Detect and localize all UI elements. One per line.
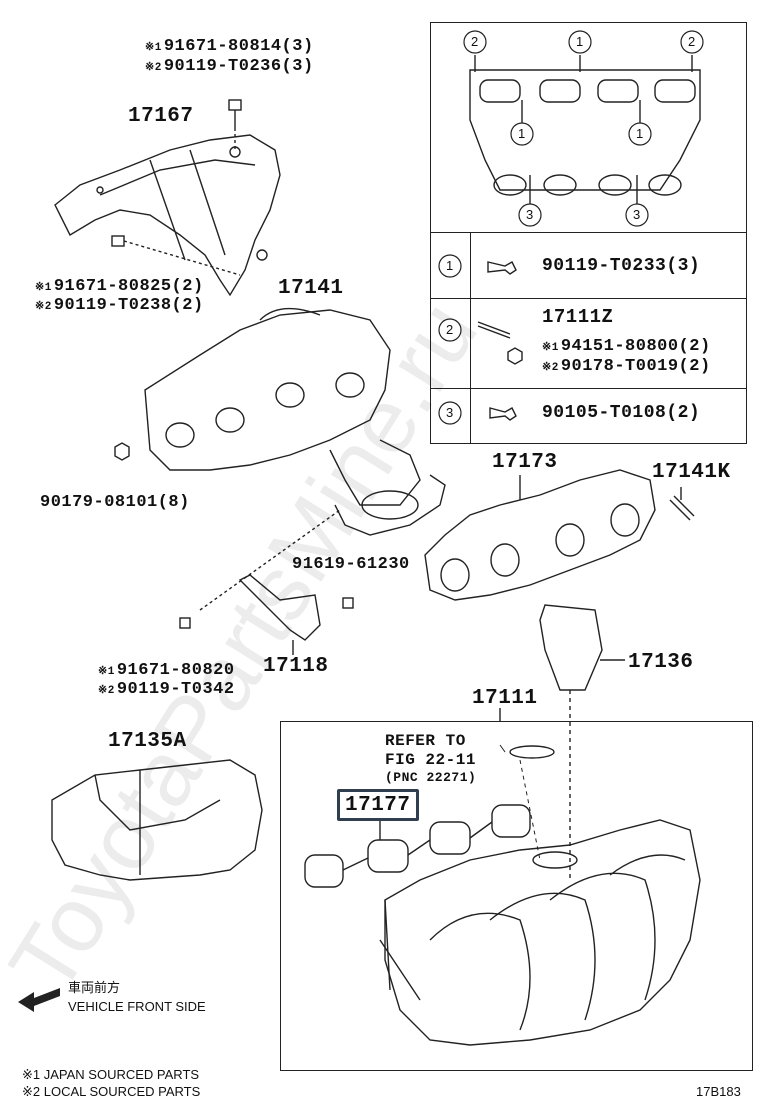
bracket-bolt-part-number[interactable]: 91619-61230	[292, 555, 410, 574]
highlighted-part-box	[337, 789, 419, 821]
inset-row-1-callout: 1	[446, 258, 454, 273]
bracket-part-number[interactable]: 17118	[263, 655, 329, 678]
inset-divider	[430, 388, 747, 389]
exhaust-manifold-part-number[interactable]: 17141	[278, 277, 344, 300]
bolt-left-drawing	[111, 235, 241, 276]
heat-insulator-part-number[interactable]: 17167	[128, 105, 194, 128]
legend-japan: ※1 JAPAN SOURCED PARTS	[22, 1068, 199, 1081]
inset-callout-3: 3	[633, 207, 641, 222]
nut-drawing	[114, 442, 130, 461]
exhaust-manifold-drawing	[144, 307, 446, 536]
legend-local-text: LOCAL SOURCED PARTS	[43, 1084, 201, 1099]
pn: 90119-T0236(3)	[163, 57, 314, 76]
vehicle-front-arrow-drawing	[18, 988, 60, 1012]
bracket-drawing	[179, 509, 354, 655]
pn: 91671-80825(2)	[53, 277, 204, 296]
pn: 91671-80814(3)	[163, 37, 314, 56]
inset-row-2-sub-1-pn: 94151-80800(2)	[560, 337, 711, 356]
inset-divider	[470, 232, 471, 444]
inset-row-3-part-number[interactable]: 90105-T0108(2)	[542, 403, 701, 423]
japan-mark: ※1	[98, 666, 115, 678]
pn: 90119-T0342	[116, 680, 235, 699]
vehicle-front-jp: 車両前方	[68, 980, 121, 995]
exhaust-gasket-part-number[interactable]: 17173	[492, 451, 558, 474]
japan-mark: ※1	[35, 282, 52, 294]
japan-mark: ※1	[145, 42, 162, 54]
local-mark: ※2	[22, 1084, 41, 1099]
legend-japan-text: JAPAN SOURCED PARTS	[43, 1067, 200, 1082]
throttle-gasket-drawing	[509, 745, 555, 759]
nut-part-number[interactable]: 90179-08101(8)	[40, 493, 190, 512]
leader-lines	[499, 744, 541, 861]
cover-drawing	[539, 604, 625, 880]
inset-row-2-sub-2-pn: 90178-T0019(2)	[560, 357, 711, 376]
intake-gasket-drawing	[304, 804, 531, 888]
pn: 91671-80820	[116, 661, 235, 680]
inset-callout-2: 2	[471, 34, 479, 49]
inset-row-2-part-number[interactable]: 17111Z	[542, 306, 614, 328]
refer-text-line-1: REFER TO	[385, 732, 466, 750]
japan-mark: ※1	[542, 342, 559, 354]
inset-callout-1: 1	[576, 34, 584, 49]
insulator-block-part-number[interactable]: 17135A	[108, 730, 187, 753]
diagram-code: 17B183	[696, 1084, 741, 1099]
vehicle-front-en: VEHICLE FRONT SIDE	[68, 999, 206, 1014]
stud-drawing	[669, 487, 695, 521]
local-mark: ※2	[98, 685, 115, 697]
inset-divider	[430, 232, 747, 233]
inset-row-3-callout: 3	[446, 405, 454, 420]
inset-callout-3: 3	[526, 207, 534, 222]
intake-manifold-frame	[280, 721, 753, 1071]
inset-cylinder-head-drawing	[469, 55, 701, 205]
inset-row-2-callout: 2	[446, 322, 454, 337]
local-mark: ※2	[542, 362, 559, 374]
japan-mark: ※1	[22, 1067, 41, 1082]
insulator-block-drawing	[51, 759, 263, 881]
local-mark: ※2	[35, 301, 52, 313]
inset-bolt-icons-drawing	[477, 261, 523, 421]
local-mark: ※2	[145, 62, 162, 74]
cover-part-number[interactable]: 17136	[628, 651, 694, 674]
refer-link[interactable]: FIG 22-11	[385, 751, 476, 769]
inset-callout-1: 1	[518, 126, 526, 141]
stud-part-number[interactable]: 17141K	[652, 461, 731, 484]
inset-row-1-part-number[interactable]: 90119-T0233(3)	[542, 256, 701, 276]
fastener-inset-box	[430, 22, 747, 444]
pn: 90119-T0238(2)	[53, 296, 204, 315]
heat-insulator-drawing	[54, 134, 281, 297]
intake-manifold-part-number[interactable]: 17111	[472, 687, 538, 710]
refer-text-line-3: (PNC 22271)	[385, 770, 477, 785]
inset-callout-1: 1	[636, 126, 644, 141]
exhaust-gasket-drawing	[424, 469, 656, 601]
inset-callout-2: 2	[688, 34, 696, 49]
intake-gasket-part-number[interactable]: 17177	[345, 794, 411, 817]
intake-manifold-drawing	[379, 819, 701, 1046]
legend-local: ※2 LOCAL SOURCED PARTS	[22, 1085, 200, 1098]
bolt-top-drawing	[228, 99, 242, 150]
inset-divider	[430, 298, 747, 299]
